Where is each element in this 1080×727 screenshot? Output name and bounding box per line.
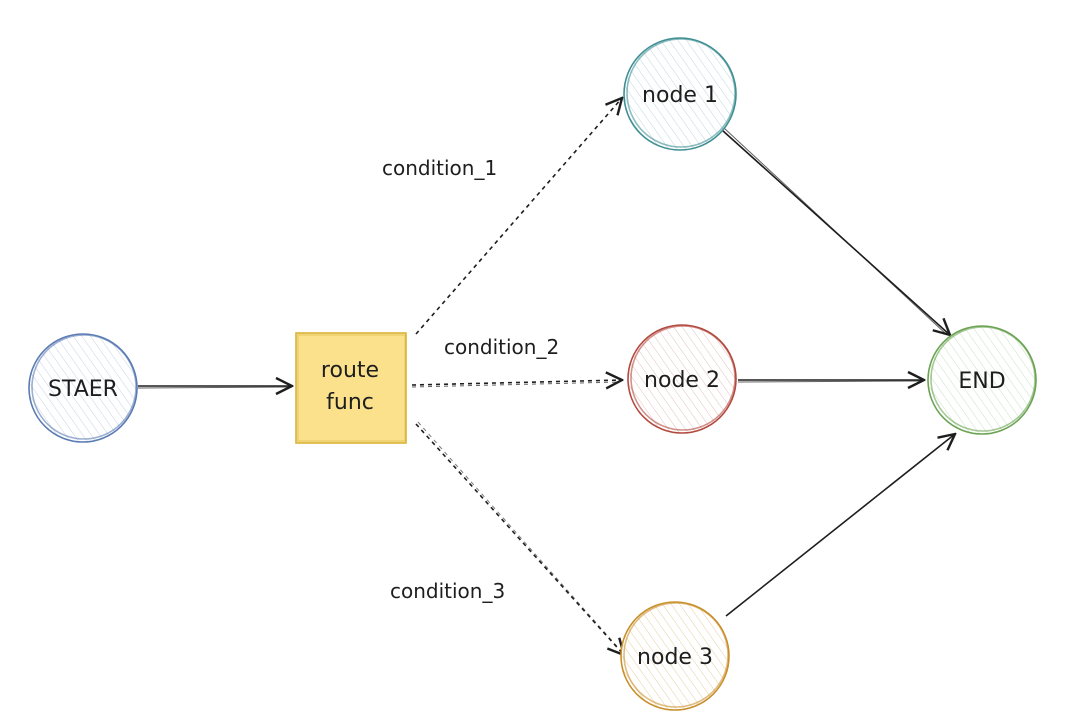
- edge-label-condition-3: condition_3: [390, 579, 505, 603]
- node-start[interactable]: STAER: [28, 333, 138, 443]
- edge-route-to-node3: [415, 423, 624, 655]
- edge-route-to-node2: [411, 380, 622, 385]
- node-route-func[interactable]: route func: [295, 332, 407, 444]
- edge-label-condition-2: condition_2: [444, 335, 559, 359]
- node-end[interactable]: END: [927, 325, 1037, 435]
- edge-label-condition-1: condition_1: [382, 156, 497, 180]
- node-2[interactable]: node 2: [627, 324, 737, 434]
- edge-route-to-node1: [415, 98, 622, 335]
- node-route-label-line1: route: [321, 358, 379, 383]
- node-start-label: STAER: [48, 377, 118, 402]
- node-3[interactable]: node 3: [620, 601, 730, 711]
- node-1[interactable]: node 1: [623, 37, 737, 151]
- edge-node3-to-end: [725, 434, 955, 617]
- edges: [137, 98, 955, 655]
- node-1-label: node 1: [642, 83, 718, 108]
- node-end-label: END: [958, 369, 1005, 394]
- node-3-label: node 3: [637, 645, 713, 670]
- node-route-label-line2: func: [326, 390, 374, 415]
- node-2-label: node 2: [644, 368, 720, 393]
